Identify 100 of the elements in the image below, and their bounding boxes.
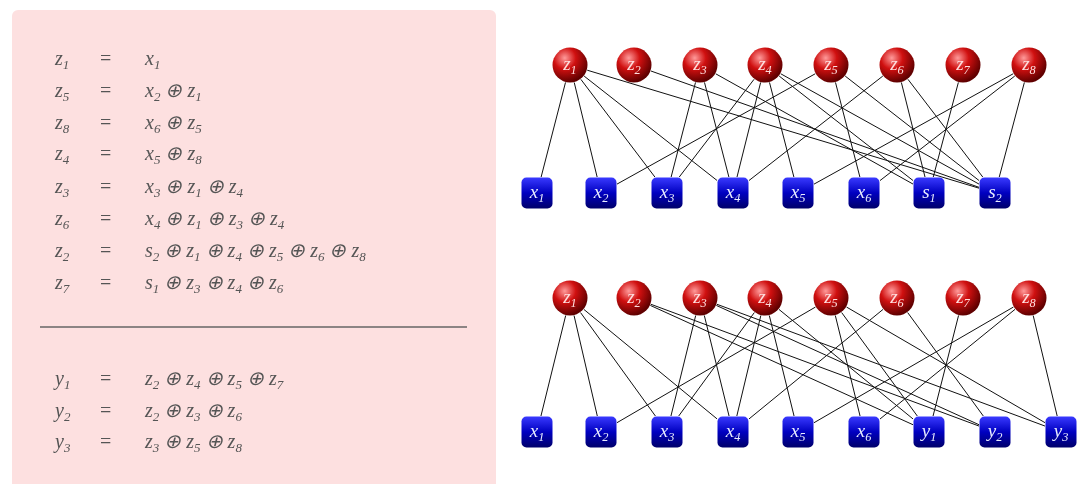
node-label: x$_{3}$ [659,181,675,204]
equation-term: z$_{6}$ [55,206,70,234]
connector-line [678,312,755,417]
equation-term: y$_{3}$ [55,429,71,457]
connector-line [844,75,980,181]
node-label: x$_{1}$ [529,181,545,204]
check-node [979,177,1011,209]
check-node [717,416,749,448]
connector-line [573,82,598,178]
equation-term: z$_{7}$ [55,270,70,298]
connector-line [616,73,816,185]
equation-term: s$_{2}$ ⊕ z$_{1}$ ⊕ z$_{4}$ ⊕ z$_{5}$ ⊕ z$_{6}$ ⊕ z$_{8}$ [145,238,366,266]
equals-sign: = [100,270,112,294]
variable-node [616,47,652,83]
equals-sign: = [100,110,112,134]
connector-line [540,315,567,417]
check-node [848,416,880,448]
variable-node [1011,47,1047,83]
node-label: z$_{5}$ [824,286,838,309]
connector-line [998,81,1025,178]
node-label: s$_{1}$ [922,181,936,204]
connector-line [846,306,1046,424]
node-label: z$_{8}$ [1022,53,1036,76]
connector-line [540,81,566,178]
node-label: z$_{2}$ [627,286,641,309]
connector-line [879,75,1016,182]
connector-line [768,315,795,417]
node-label: x$_{5}$ [790,420,806,443]
check-node [521,416,553,448]
node-label: z$_{2}$ [627,53,641,76]
equation-term: x$_{3}$ ⊕ z$_{1}$ ⊕ z$_{4}$ [145,174,243,202]
node-label: z$_{7}$ [956,53,970,76]
equation-term: y$_{2}$ [55,398,71,426]
variable-node [747,47,783,83]
node-label: z$_{3}$ [693,286,707,309]
connector-line [879,308,1016,420]
node-label: z$_{1}$ [563,286,577,309]
equation-term: y$_{1}$ [55,366,71,394]
equals-sign: = [100,206,112,230]
node-label: x$_{6}$ [856,181,872,204]
variable-node [813,47,849,83]
connector-line [932,81,959,178]
check-node [585,177,617,209]
connector-line [704,81,730,178]
variable-node [616,280,652,316]
equation-term: z$_{2}$ ⊕ z$_{3}$ ⊕ z$_{6}$ [145,398,242,426]
node-label: z$_{4}$ [758,286,772,309]
connector-line [900,81,926,178]
variable-node [552,47,588,83]
check-node [521,177,553,209]
check-node [651,416,683,448]
connector-line [715,73,914,185]
node-label: x$_{3}$ [659,420,675,443]
connector-line [835,81,861,178]
connector-line [583,75,718,181]
connector-line [703,315,730,417]
connector-line [813,306,1014,424]
equation-term: z$_{8}$ [55,110,70,138]
equals-sign: = [100,429,112,453]
variable-node [682,47,718,83]
connector-line [780,73,980,185]
variable-node [879,280,915,316]
variable-node [945,47,981,83]
node-label: x$_{4}$ [725,420,741,443]
node-label: y$_{2}$ [987,420,1003,443]
node-label: y$_{1}$ [921,420,937,443]
connector-line [813,73,1014,185]
node-label: x$_{1}$ [529,420,545,443]
connector-line [678,78,755,178]
equation-term: z$_{4}$ [55,141,70,169]
check-node [848,177,880,209]
equation-term: s$_{1}$ ⊕ z$_{3}$ ⊕ z$_{4}$ ⊕ z$_{6}$ [145,270,284,298]
check-node [913,177,945,209]
variable-node [747,280,783,316]
node-label: z$_{6}$ [890,286,904,309]
equation-term: z$_{2}$ ⊕ z$_{4}$ ⊕ z$_{5}$ ⊕ z$_{7}$ [145,366,284,394]
connector-line [583,308,718,420]
equals-sign: = [100,366,112,390]
equation-term: z$_{2}$ [55,238,70,266]
node-label: x$_{6}$ [856,420,872,443]
equals-sign: = [100,238,112,262]
node-label: x$_{2}$ [593,181,609,204]
check-node [782,177,814,209]
check-node [717,177,749,209]
node-label: s$_{2}$ [988,181,1002,204]
equation-term: x$_{1}$ [145,46,161,74]
node-label: z$_{4}$ [758,53,772,76]
check-node [1045,416,1077,448]
connector-line [778,308,914,420]
connector-line [736,81,762,178]
variable-node [682,280,718,316]
variable-node [552,280,588,316]
connector-line [580,78,656,178]
connector-line [716,303,1046,427]
connector-line [670,315,697,417]
connector-line [907,312,984,417]
equals-sign: = [100,398,112,422]
equals-sign: = [100,141,112,165]
node-label: z$_{6}$ [890,53,904,76]
equation-term: x$_{6}$ ⊕ z$_{5}$ [145,110,202,138]
